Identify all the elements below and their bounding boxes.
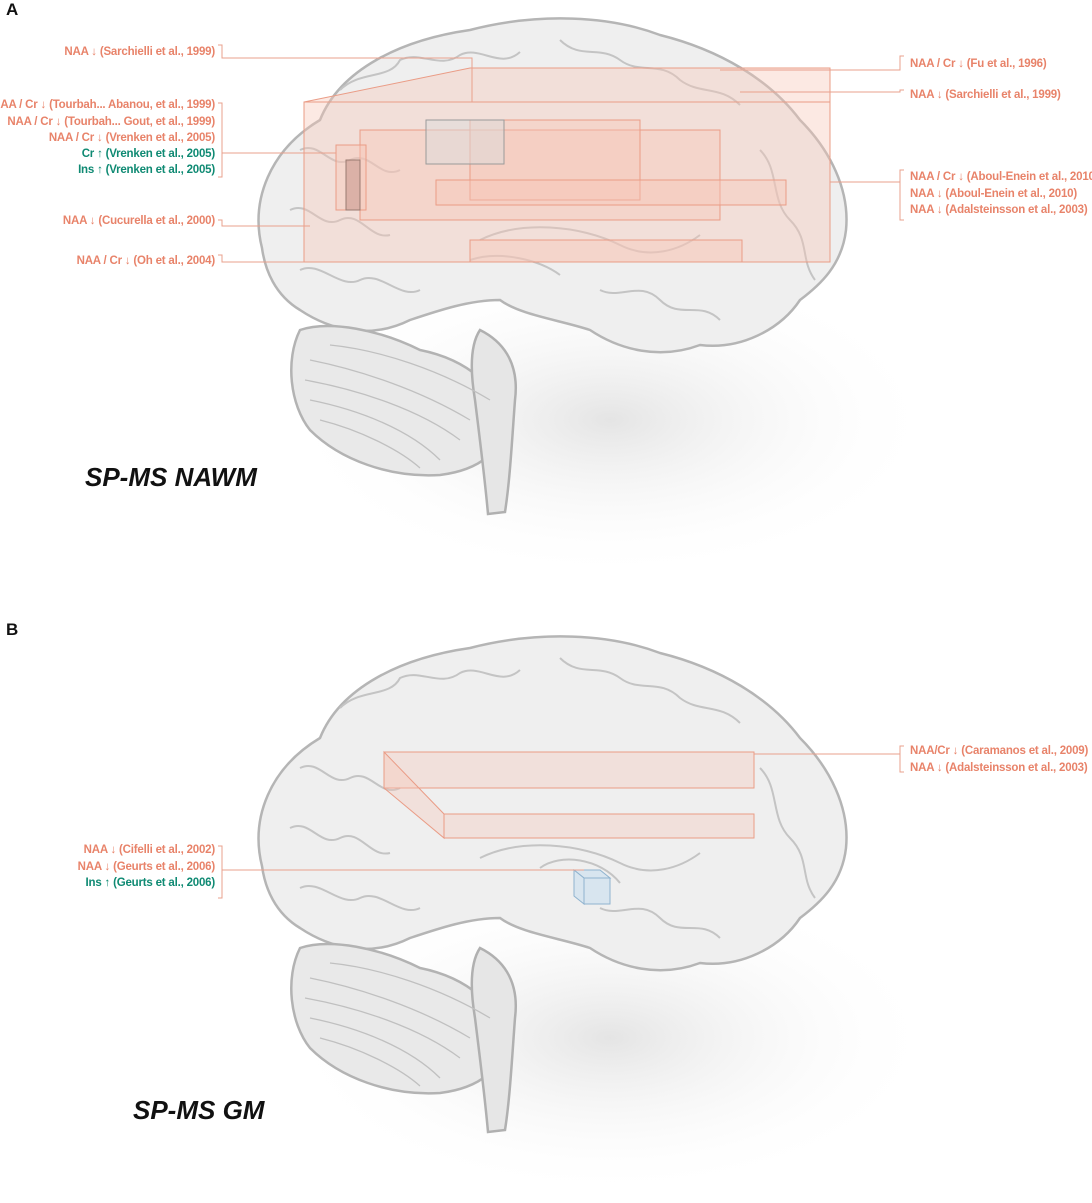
label-text: NAA / Cr ↓ (Tourbah... Abanou, et al., 1… — [0, 99, 215, 111]
roi-box-b-gm — [572, 868, 612, 906]
label-text: NAA ↓ (Cifelli et al., 2002) — [83, 844, 216, 856]
brain-b-shadow — [280, 878, 940, 1198]
brain-a-gyri — [289, 39, 816, 321]
label-a-left-3: NAA / Cr ↓ (Vrenken et al., 2005) — [49, 132, 215, 144]
label-a-right-1: NAA ↓ (Sarchielli et al., 1999) — [910, 89, 1061, 101]
label-text: NAA / Cr ↓ (Oh et al., 2004) — [76, 255, 216, 267]
roi-box-a-deep — [435, 179, 787, 206]
brain-b-gyri — [289, 657, 816, 939]
label-text: Ins ↑ (Geurts et al., 2006) — [85, 877, 216, 889]
label-a-left-6: NAA ↓ (Cucurella et al., 2000) — [63, 215, 215, 227]
roi-box-b-side — [383, 750, 445, 840]
roi-boxes-b — [383, 750, 755, 840]
roi-box-b-gm-front — [583, 877, 611, 905]
label-b-left-1: NAA ↓ (Geurts et al., 2006) — [77, 861, 216, 873]
label-text: NAA / Cr ↓ (Tourbah... Gout, et al., 199… — [7, 116, 215, 128]
brain-b-cerebrum — [257, 635, 848, 972]
leaders-b — [218, 745, 904, 899]
label-b-left-2: Ins ↑ (Geurts et al., 2006) — [85, 877, 216, 889]
label-text: NAA / Cr ↓ (Aboul-Enein et al., 2010) — [910, 171, 1092, 183]
roi-box-b-wide — [383, 751, 755, 789]
panel-a-letter: A — [6, 0, 19, 19]
label-text: NAA ↓ (Sarchielli et al., 1999) — [64, 46, 215, 58]
roi-box-a-lower — [469, 239, 743, 263]
roi-box-b-gm-side — [573, 868, 585, 906]
label-text: Cr ↑ (Vrenken et al., 2005) — [81, 148, 216, 160]
label-a-right-4: NAA ↓ (Adalsteinsson et al., 2003) — [910, 204, 1088, 216]
label-b-left-0: NAA ↓ (Cifelli et al., 2002) — [83, 844, 216, 856]
label-text: NAA/Cr ↓ (Caramanos et al., 2009) — [910, 745, 1089, 757]
brain-a-cerebellum-folia — [304, 344, 491, 469]
label-a-right-3: NAA ↓ (Aboul-Enein et al., 2010) — [910, 188, 1077, 200]
roi-box-a-grey — [425, 119, 505, 165]
label-a-left-2: NAA / Cr ↓ (Tourbah... Gout, et al., 199… — [7, 116, 215, 128]
roi-box-a-large — [303, 101, 831, 263]
label-a-left-0: NAA ↓ (Sarchielli et al., 1999) — [64, 46, 215, 58]
brain-a-brainstem — [470, 328, 518, 516]
label-text: NAA ↓ (Adalsteinsson et al., 2003) — [910, 762, 1088, 774]
roi-box-a-dark — [345, 159, 361, 211]
brain-b — [257, 635, 940, 1198]
label-a-right-2: NAA / Cr ↓ (Aboul-Enein et al., 2010) — [910, 171, 1092, 183]
label-text: NAA / Cr ↓ (Vrenken et al., 2005) — [48, 132, 215, 144]
label-text: NAA ↓ (Cucurella et al., 2000) — [62, 215, 215, 227]
label-text: NAA ↓ (Geurts et al., 2006) — [77, 861, 216, 873]
brain-a-shadow — [280, 260, 940, 580]
label-b-right-0: NAA/Cr ↓ (Caramanos et al., 2009) — [910, 745, 1088, 757]
panel-b-title: SP-MS GM — [133, 1095, 265, 1125]
label-a-left-5: Ins ↑ (Vrenken et al., 2005) — [78, 164, 215, 176]
leaders-a-right — [720, 55, 904, 221]
panel-b-letter: B — [6, 620, 19, 639]
label-text: NAA ↓ (Sarchielli et al., 1999) — [910, 89, 1061, 101]
roi-box-b-lower — [443, 813, 755, 839]
label-text: NAA ↓ (Adalsteinsson et al., 2003) — [910, 204, 1088, 216]
label-b-right-1: NAA ↓ (Adalsteinsson et al., 2003) — [910, 762, 1088, 774]
label-a-left-4: Cr ↑ (Vrenken et al., 2005) — [81, 148, 216, 160]
label-text: NAA ↓ (Aboul-Enein et al., 2010) — [910, 188, 1077, 200]
brain-b-brainstem — [470, 946, 518, 1134]
brain-b-cerebellum-folia — [304, 962, 491, 1087]
label-a-right-0: NAA / Cr ↓ (Fu et al., 1996) — [910, 58, 1047, 70]
label-a-left-1: NAA / Cr ↓ (Tourbah... Abanou, et al., 1… — [0, 99, 215, 111]
roi-boxes-a — [303, 67, 831, 263]
label-text: Ins ↑ (Vrenken et al., 2005) — [78, 164, 215, 176]
label-text: NAA / Cr ↓ (Fu et al., 1996) — [910, 58, 1047, 70]
panel-a-title: SP-MS NAWM — [85, 462, 257, 492]
roi-box-a-top-face — [303, 67, 831, 103]
leaders-a-left — [218, 44, 473, 263]
label-a-left-7: NAA / Cr ↓ (Oh et al., 2004) — [76, 255, 216, 267]
